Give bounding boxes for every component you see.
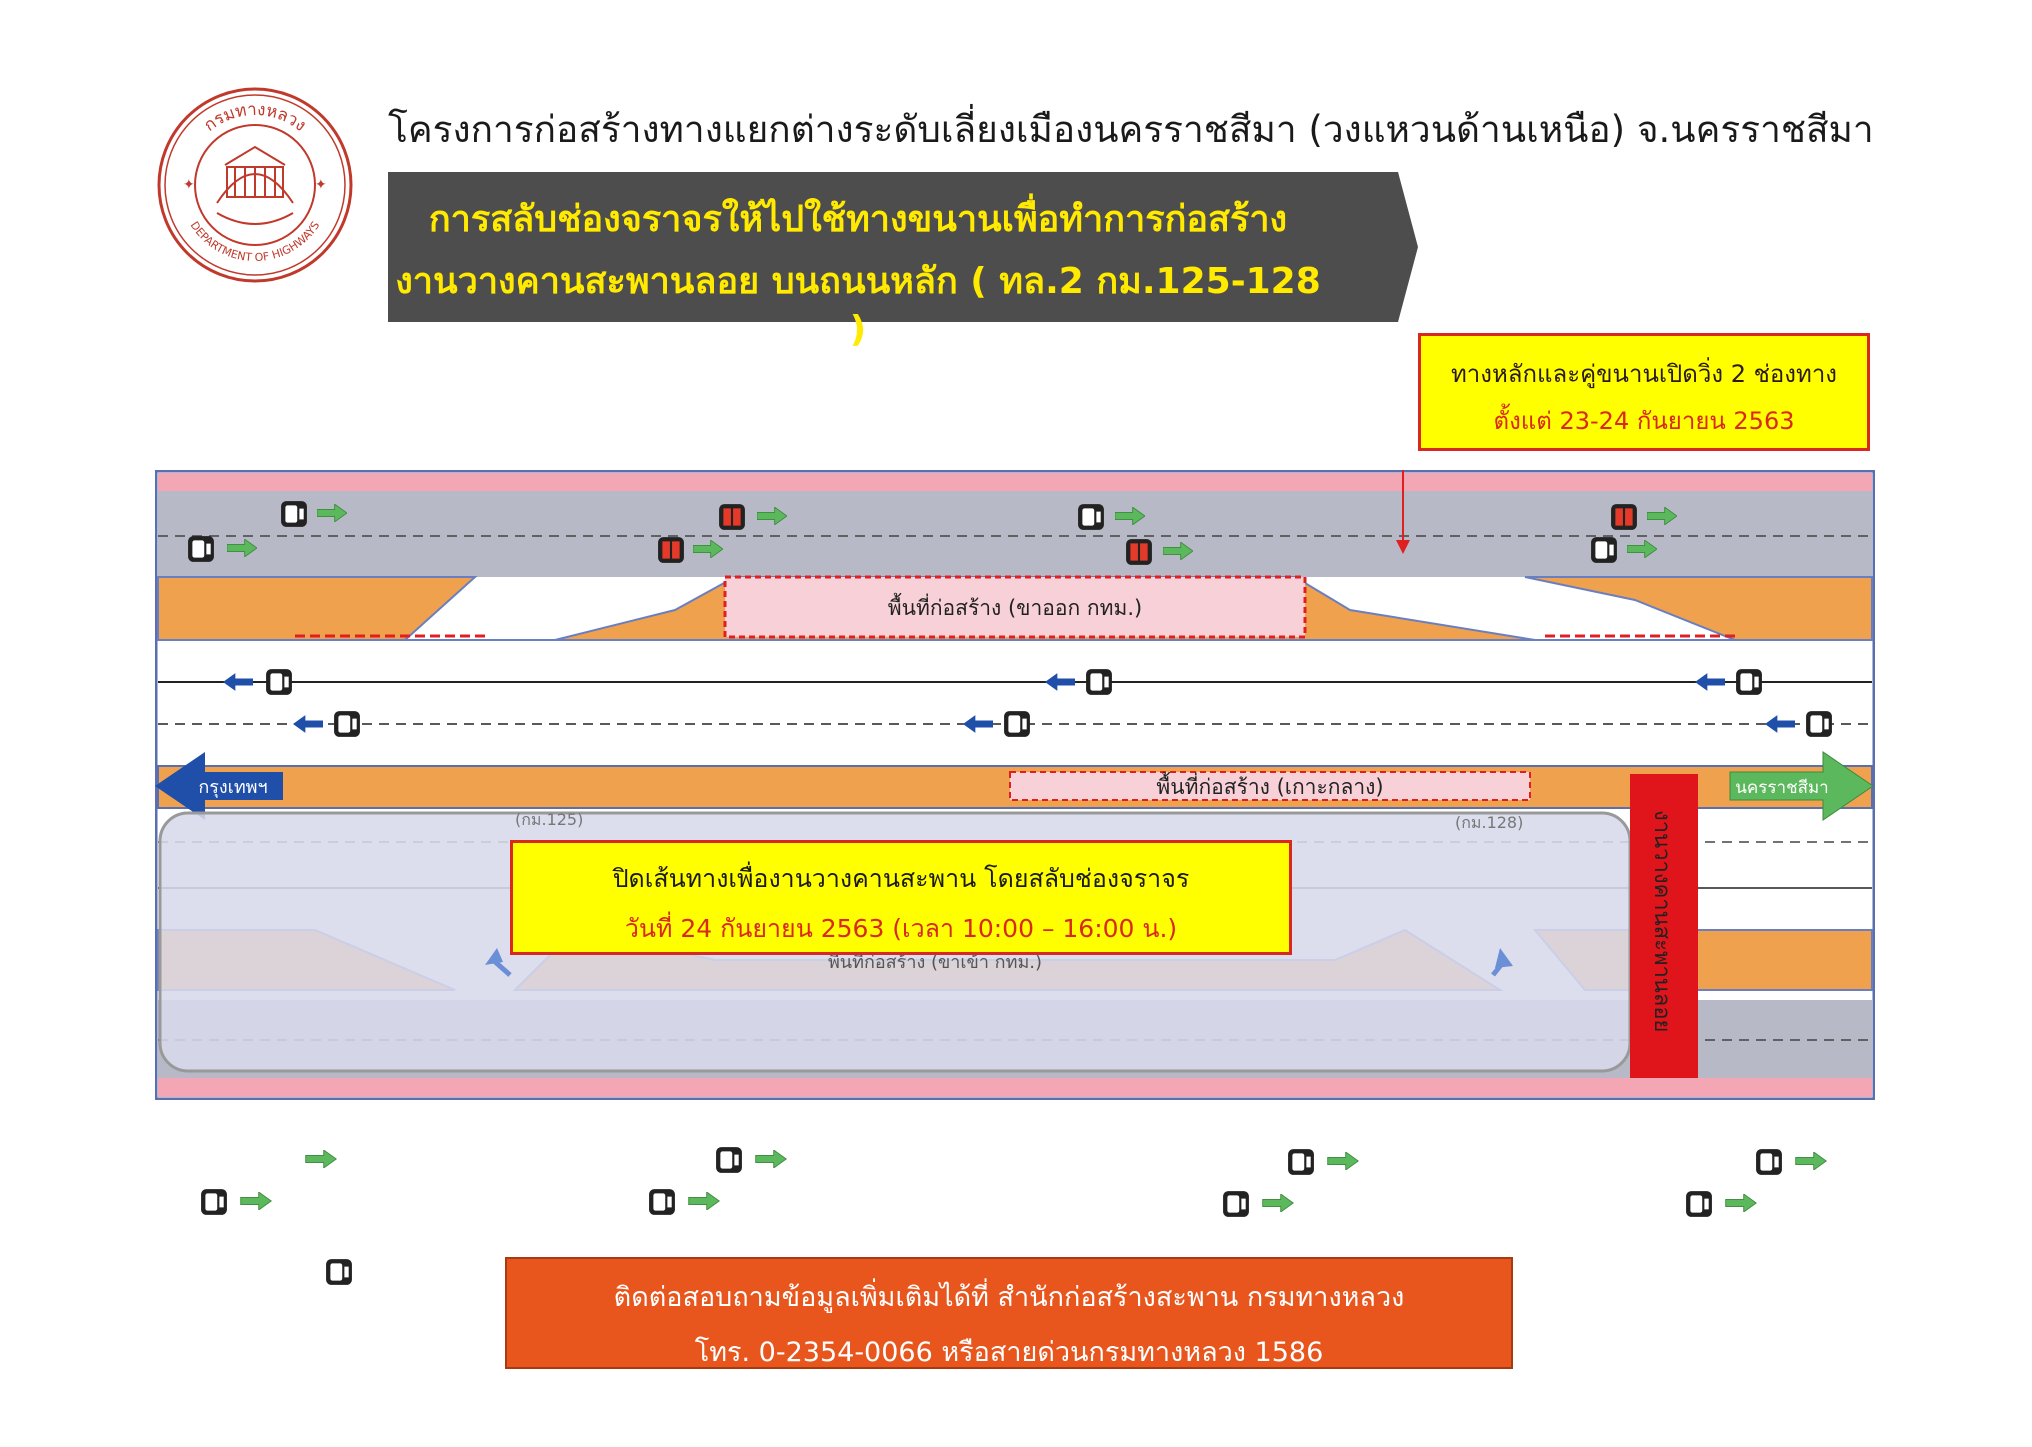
top-shoulder [158, 473, 1872, 491]
car-icon [1078, 504, 1104, 530]
svg-text:DEPARTMENT OF HIGHWAYS: DEPARTMENT OF HIGHWAYS [188, 219, 323, 264]
banner-arrow-shape [388, 172, 1418, 322]
department-of-highways-logo: กรมทางหลวง DEPARTMENT OF HIGHWAYS ✦ ✦ [157, 87, 353, 283]
road-closure-date: วันที่ 24 กันยายน 2563 (เวลา 10:00 – 16:… [624, 914, 1178, 943]
construction-zone-outbound-label: พื้นที่ก่อสร้าง (ขาออก กทม.) [888, 593, 1142, 620]
car-icon [188, 536, 214, 562]
direction-label-bangkok: กรุงเทพฯ [198, 777, 267, 798]
road-closure-callout: ปิดเส้นทางเพื่องานวางคานสะพาน โดยสลับช่อ… [510, 840, 1292, 955]
car-icon [266, 669, 292, 695]
merge-arrow-icon [485, 948, 503, 965]
arrow-right-icon [305, 1150, 337, 1168]
arrow-right-icon [1795, 1152, 1827, 1170]
open-lanes-date: ตั้งแต่ 23-24 กันยายน 2563 [1493, 407, 1795, 435]
car-icon [1591, 537, 1617, 563]
car-icon [1611, 504, 1637, 530]
arrow-right-icon [240, 1192, 272, 1210]
open-lanes-callout: ทางหลักและคู่ขนานเปิดวิ่ง 2 ช่องทาง ตั้ง… [1418, 333, 1870, 451]
contact-line-1: ติดต่อสอบถามข้อมูลเพิ่มเติมได้ที่ สำนักก… [613, 1282, 1405, 1313]
open-lanes-text: ทางหลักและคู่ขนานเปิดวิ่ง 2 ช่องทาง [1450, 360, 1838, 388]
car-icon [281, 501, 307, 527]
construction-zone-median [1009, 771, 1531, 801]
direction-arrow-bangkok [155, 752, 283, 820]
car-icon [1126, 539, 1152, 565]
arrow-right-icon [1262, 1194, 1294, 1212]
car-icon [1004, 711, 1030, 737]
svg-text:✦: ✦ [315, 177, 327, 193]
contact-info-box: ติดต่อสอบถามข้อมูลเพิ่มเติมได้ที่ สำนักก… [505, 1257, 1513, 1369]
banner-line-1: การสลับช่องจราจรให้ไปใช้ทางขนานเพื่อทำกา… [428, 199, 1288, 240]
bridge-beam-zone [1630, 774, 1698, 1078]
car-icon [1288, 1149, 1314, 1175]
car-icon [1686, 1191, 1712, 1217]
km-end-label: (กม.128) [1455, 813, 1523, 832]
title-banner: การสลับช่องจราจรให้ไปใช้ทางขนานเพื่อทำกา… [388, 172, 1418, 350]
arrow-right-icon [755, 1150, 787, 1168]
car-icon [201, 1189, 227, 1215]
road-closure-text: ปิดเส้นทางเพื่องานวางคานสะพาน โดยสลับช่อ… [612, 864, 1190, 893]
direction-arrow-nakhon-ratchasima [1729, 751, 1874, 821]
car-icon [716, 1147, 742, 1173]
road-diagram: พื้นที่ก่อสร้าง (ขาออก กทม.) พื้นที่ก่อส… [155, 470, 1875, 1100]
contact-phone: โทร. 0-2354-0066 หรือสายด่วนกรมทางหลวง 1… [694, 1337, 1324, 1368]
construction-zone-outbound [723, 575, 1307, 639]
km-start-label: (กม.125) [515, 810, 583, 829]
car-icon [1806, 711, 1832, 737]
project-title: โครงการก่อสร้างทางแยกต่างระดับเลี่ยงเมือ… [388, 108, 1874, 151]
car-icon [326, 1259, 352, 1285]
arrow-right-icon [688, 1192, 720, 1210]
car-icon [1736, 669, 1762, 695]
car-icon [658, 537, 684, 563]
arrow-right-icon [1725, 1194, 1757, 1212]
banner-line-2: งานวางคานสะพานลอย บนถนนหลัก ( ทล.2 กม.12… [395, 261, 1321, 350]
car-icon [334, 711, 360, 737]
main-road-outbound [158, 491, 1872, 577]
car-icon [719, 504, 745, 530]
car-icon [649, 1189, 675, 1215]
direction-label-nakhon-ratchasima: นครราชสีมา [1735, 778, 1828, 798]
logo-top-text: กรมทางหลวง [200, 100, 309, 136]
car-icon [1086, 669, 1112, 695]
bridge-beam-label: งานวางคานสะพานลอย [1649, 810, 1674, 1032]
car-icon [1756, 1149, 1782, 1175]
arrow-right-icon [1327, 1152, 1359, 1170]
svg-text:กรมทางหลวง: กรมทางหลวง [200, 100, 309, 136]
svg-text:✦: ✦ [183, 177, 195, 193]
construction-zone-median-label: พื้นที่ก่อสร้าง (เกาะกลาง) [1156, 772, 1383, 799]
logo-bottom-text: DEPARTMENT OF HIGHWAYS [188, 219, 323, 264]
car-icon [1223, 1191, 1249, 1217]
bottom-shoulder [158, 1078, 1872, 1097]
